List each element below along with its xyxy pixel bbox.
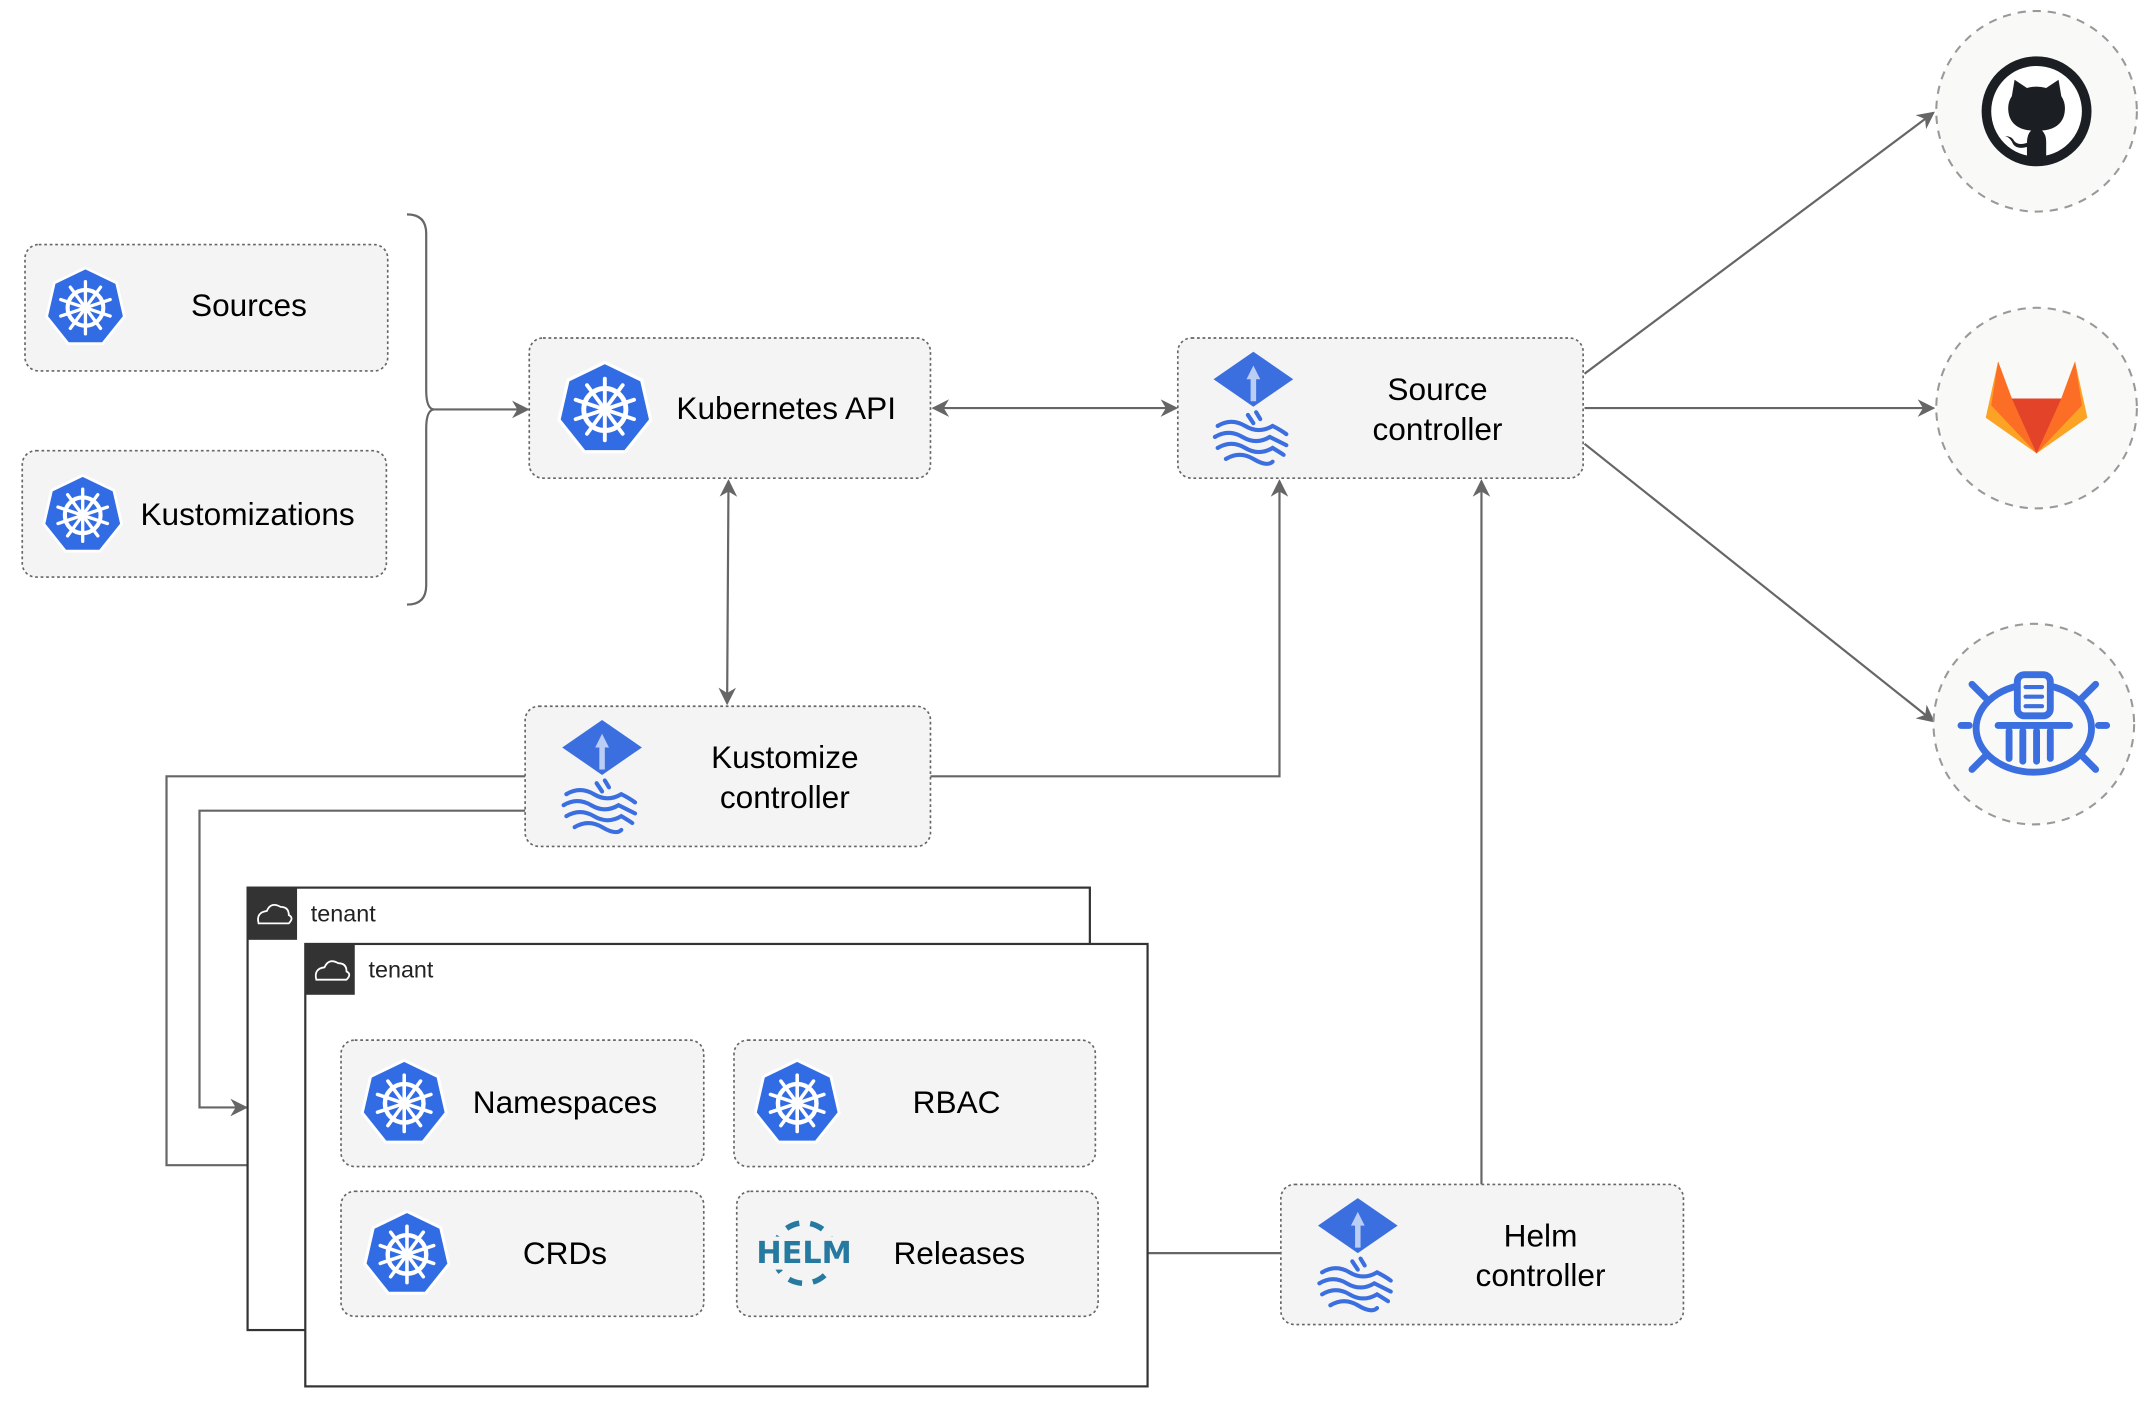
edge-source-to-github	[1583, 111, 1935, 375]
source-controller-label-line1: Source	[1387, 371, 1487, 407]
github-source[interactable]	[1935, 9, 2138, 213]
helm-controller-label-line2: controller	[1476, 1257, 1606, 1293]
kustomize-controller-label-line1: Kustomize	[711, 739, 858, 775]
sources-label: Sources	[191, 287, 307, 323]
helm-controller-label-line1: Helm	[1504, 1217, 1578, 1253]
edge-kustomize-to-tenant-1	[198, 809, 526, 1117]
gitlab-source[interactable]	[1935, 306, 2138, 510]
crds-node[interactable]: CRDs	[340, 1190, 705, 1318]
releases-node[interactable]: HELM Releases	[735, 1190, 1099, 1318]
tenant-label: tenant	[369, 957, 434, 983]
gitlab-icon	[1985, 361, 2088, 454]
crds-label: CRDs	[523, 1235, 607, 1271]
edge-api-kustomize-controller	[718, 479, 738, 706]
kubernetes-api-label: Kubernetes API	[676, 390, 896, 426]
bucket-icon	[1957, 671, 2111, 776]
helm-icon: HELM	[755, 1220, 853, 1287]
sources-node[interactable]: Sources	[24, 243, 389, 372]
namespaces-label: Namespaces	[473, 1084, 657, 1120]
tenant-group-2[interactable]: tenant Namespaces RBAC CRDs HELM Release…	[304, 942, 1149, 1388]
edge-kustomize-to-source	[930, 479, 1289, 778]
source-controller-label-line2: controller	[1373, 411, 1503, 447]
releases-label: Releases	[893, 1235, 1025, 1271]
edge-source-to-bucket	[1583, 442, 1935, 723]
kubernetes-api-node[interactable]: Kubernetes API	[528, 337, 932, 479]
source-controller-node[interactable]: Source controller	[1176, 337, 1584, 479]
edge-kustomize-to-tenant-2	[165, 775, 526, 1174]
namespaces-node[interactable]: Namespaces	[340, 1039, 705, 1168]
cloud-icon	[314, 960, 351, 981]
kustomizations-label: Kustomizations	[140, 496, 354, 532]
kustomize-controller-label-line2: controller	[720, 779, 850, 815]
svg-text:HELM: HELM	[756, 1236, 851, 1271]
bucket-source[interactable]	[1932, 622, 2136, 826]
rbac-node[interactable]: RBAC	[733, 1039, 1097, 1168]
sources-brace	[406, 213, 435, 606]
tenant-label: tenant	[311, 900, 376, 926]
github-icon	[1981, 56, 2092, 167]
cloud-icon	[257, 903, 293, 925]
helm-controller-node[interactable]: Helm controller	[1280, 1183, 1685, 1326]
kustomize-controller-node[interactable]: Kustomize controller	[524, 705, 932, 848]
kustomizations-node[interactable]: Kustomizations	[21, 449, 388, 578]
rbac-label: RBAC	[913, 1084, 1001, 1120]
